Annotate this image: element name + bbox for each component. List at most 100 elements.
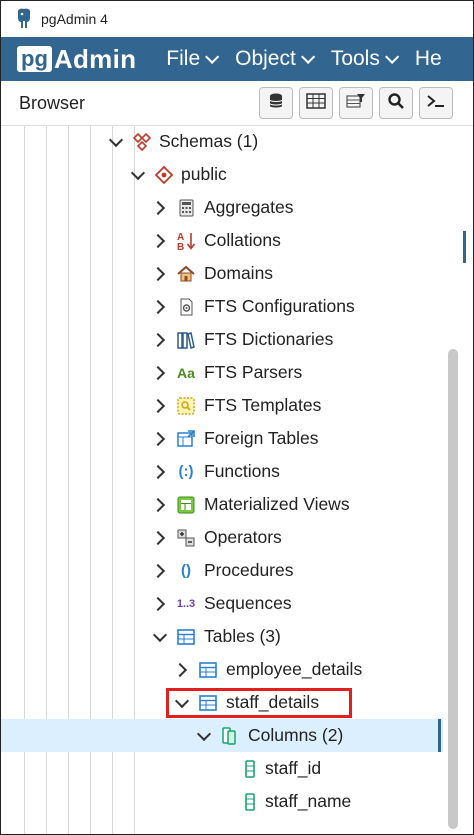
chevron-down-icon[interactable] (130, 165, 146, 181)
chevron-down-icon[interactable] (196, 726, 212, 742)
operators-icon (175, 527, 197, 549)
materialized-views-icon (175, 494, 197, 516)
psql-tool-button[interactable] (419, 87, 453, 119)
menu-help-label: He (414, 47, 442, 70)
svg-text:B: B (177, 242, 184, 252)
tree-item-staff-details[interactable]: staff_details (1, 686, 443, 719)
tree-item-functions[interactable]: (:) Functions (1, 455, 443, 488)
tree-item-label: Tables (3) (204, 626, 281, 646)
tree-item-tables[interactable]: Tables (3) (1, 620, 443, 653)
tree-item-foreign-tables[interactable]: Foreign Tables (1, 422, 443, 455)
logo-admin: Admin (53, 43, 137, 74)
chevron-down-icon (384, 49, 400, 64)
tree-guide-line (24, 125, 25, 834)
tree-item-label: Procedures (204, 560, 294, 580)
panel-edge-marker (463, 231, 466, 263)
chevron-down-icon (300, 49, 316, 64)
table-icon (197, 692, 219, 714)
menu-object[interactable]: Object (225, 47, 321, 71)
tree-item-label: FTS Configurations (204, 296, 355, 316)
tables-icon (175, 626, 197, 648)
menu-help[interactable]: He (405, 47, 452, 71)
tree-item-label: employee_details (226, 659, 363, 679)
chevron-right-icon[interactable] (150, 266, 166, 282)
svg-text:A: A (177, 232, 184, 243)
tree-item-label: FTS Templates (204, 395, 322, 415)
chevron-right-icon[interactable] (150, 431, 166, 447)
menu-bar: pg Admin File Object Tools He (1, 37, 473, 81)
chevron-right-icon[interactable] (150, 233, 166, 249)
chevron-right-icon[interactable] (150, 365, 166, 381)
tree-item-procedures[interactable]: () Procedures (1, 554, 443, 587)
fts-configurations-icon (175, 296, 197, 318)
tree-guide-line (134, 125, 135, 834)
tree-item-fts-configurations[interactable]: FTS Configurations (1, 290, 443, 323)
tree-item-staff-id[interactable]: staff_id (1, 752, 443, 785)
chevron-down-icon[interactable] (152, 627, 168, 643)
tree-item-label: Schemas (1) (159, 131, 259, 151)
chevron-down-icon[interactable] (108, 132, 124, 148)
browser-title: Browser (19, 92, 86, 113)
tree-item-label: staff_id (265, 758, 322, 778)
sequences-icon: 1..3 (176, 597, 196, 610)
tree-item-label: staff_name (265, 791, 352, 811)
tree-item-label: public (181, 164, 227, 184)
tree-item-sequences[interactable]: 1..3 Sequences (1, 587, 443, 620)
domains-icon (175, 263, 197, 285)
chevron-right-icon[interactable] (150, 464, 166, 480)
logo-pg: pg (17, 46, 52, 72)
table-icon (197, 659, 219, 681)
chevron-down-icon (205, 49, 220, 64)
tree-item-columns[interactable]: Columns (2) (1, 719, 443, 752)
tree-item-label: Operators (204, 527, 282, 547)
search-objects-button[interactable] (379, 87, 413, 119)
tree-item-label: Materialized Views (204, 494, 350, 514)
table-grid-icon (306, 92, 326, 114)
fts-parsers-icon: Aa (177, 364, 195, 381)
pgadmin-logo: pg Admin (17, 44, 136, 74)
chevron-right-icon[interactable] (150, 299, 166, 315)
chevron-right-icon[interactable] (150, 398, 166, 414)
column-icon (239, 791, 261, 813)
tree-item-staff-name[interactable]: staff_name (1, 785, 443, 818)
tree-item-fts-parsers[interactable]: Aa FTS Parsers (1, 356, 443, 389)
chevron-right-icon[interactable] (150, 332, 166, 348)
chevron-right-icon[interactable] (150, 596, 166, 612)
functions-icon: (:) (178, 463, 194, 480)
procedures-icon: () (181, 562, 191, 579)
tree-item-fts-dictionaries[interactable]: FTS Dictionaries (1, 323, 443, 356)
tree-item-fts-templates[interactable]: FTS Templates (1, 389, 443, 422)
chevron-right-icon[interactable] (150, 563, 166, 579)
tree-item-label: Functions (204, 461, 280, 481)
view-data-button[interactable] (299, 87, 333, 119)
chevron-right-icon[interactable] (150, 530, 166, 546)
tree-item-label: Domains (204, 263, 274, 283)
columns-icon (219, 725, 241, 747)
filtered-rows-button[interactable] (339, 87, 373, 119)
tree-item-public[interactable]: public (1, 158, 443, 191)
menu-tools[interactable]: Tools (321, 47, 405, 71)
tree-item-schemas[interactable]: Schemas (1) (1, 125, 443, 158)
filtered-rows-icon (346, 93, 366, 114)
tree-item-domains[interactable]: Domains (1, 257, 443, 290)
tree-item-materialized-views[interactable]: Materialized Views (1, 488, 443, 521)
tree-item-label: Columns (2) (248, 725, 344, 745)
tree-item-employee-details[interactable]: employee_details (1, 653, 443, 686)
selection-indicator (438, 719, 441, 752)
query-tool-button[interactable] (259, 87, 293, 119)
tree-item-label: Foreign Tables (204, 428, 319, 448)
chevron-right-icon[interactable] (150, 497, 166, 513)
tree-item-aggregates[interactable]: Aggregates (1, 191, 443, 224)
search-icon (387, 92, 405, 115)
chevron-right-icon[interactable] (150, 200, 166, 216)
tree-item-operators[interactable]: Operators (1, 521, 443, 554)
foreign-tables-icon (175, 428, 197, 450)
tree-item-label: staff_details (226, 692, 320, 712)
chevron-right-icon[interactable] (172, 662, 188, 678)
tree-scrollbar[interactable] (448, 349, 458, 829)
menu-file[interactable]: File (156, 47, 225, 71)
tree-guide-line (90, 125, 91, 834)
fts-dictionaries-icon (175, 329, 197, 351)
